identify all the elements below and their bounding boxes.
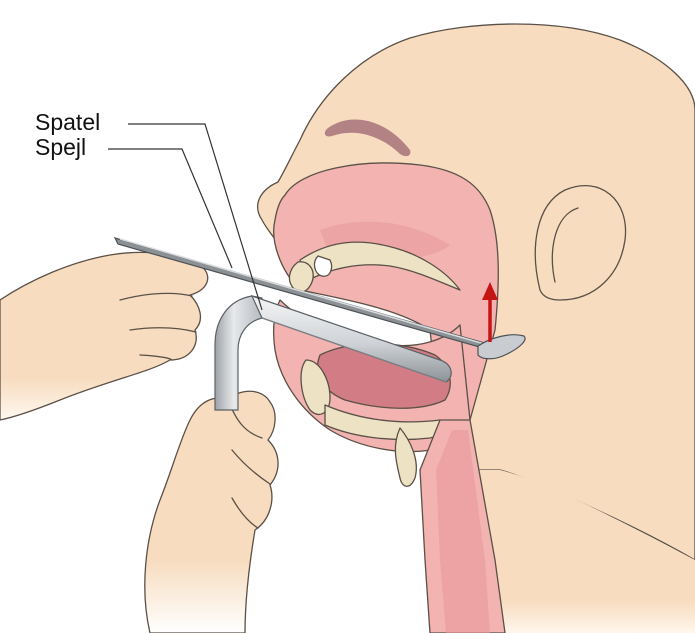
airway-cavity (274, 163, 505, 633)
left-hand (0, 252, 208, 420)
right-hand-skin (145, 391, 278, 633)
upper-teeth-2 (315, 256, 332, 276)
label-spatel: Spatel (35, 109, 100, 135)
right-hand (145, 391, 278, 633)
left-hand-skin (0, 252, 208, 420)
spejl-leader-line (108, 149, 232, 268)
label-spejl: Spejl (35, 134, 86, 160)
